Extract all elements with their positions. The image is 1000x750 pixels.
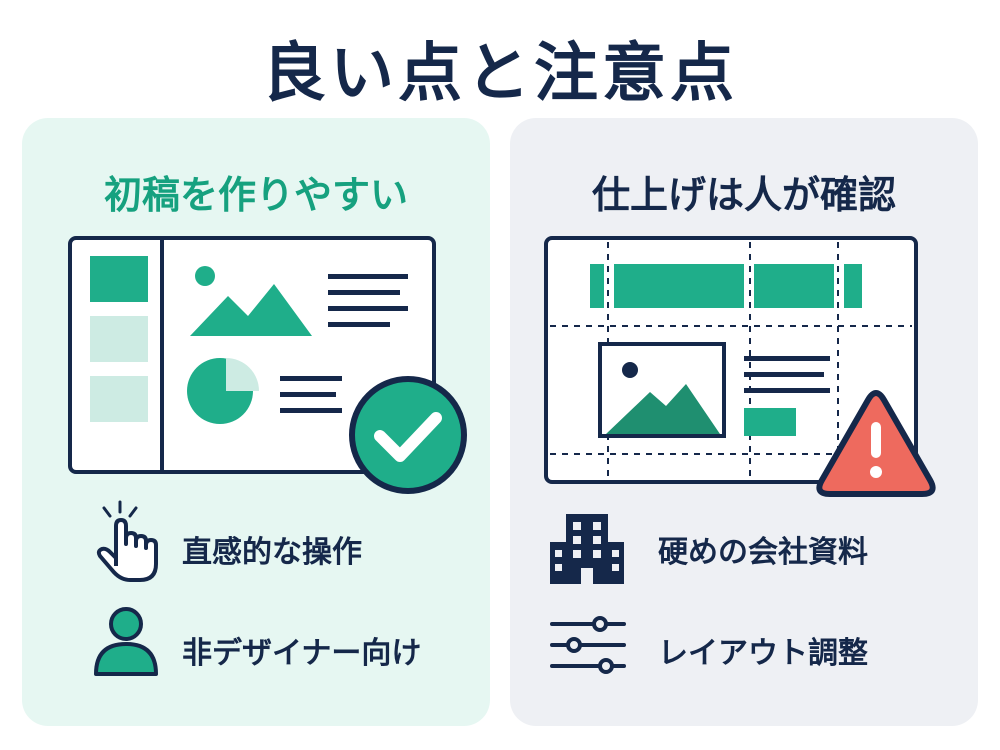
warning-icon — [816, 390, 936, 497]
text-lines — [328, 274, 408, 327]
feature-label: レイアウト調整 — [658, 636, 868, 671]
slide-thumbnail — [90, 316, 148, 362]
pros-panel: 初稿を作りやすい — [22, 118, 490, 726]
feature-label: 非デザイナー向け — [182, 636, 422, 671]
check-badge-icon — [349, 376, 467, 494]
feature-label: 直感的な操作 — [182, 535, 362, 570]
slide-thumbnail-active — [90, 256, 148, 302]
image-icon — [190, 266, 312, 336]
user-icon — [94, 607, 158, 676]
sliders-icon — [550, 616, 626, 674]
image-icon — [598, 342, 726, 438]
cautions-panel: 仕上げは人が確認 — [510, 118, 978, 726]
pointing-hand-icon — [96, 500, 158, 582]
content-block — [744, 408, 796, 436]
text-lines — [280, 376, 342, 413]
cautions-heading: 仕上げは人が確認 — [591, 173, 896, 217]
editor-illustration — [68, 236, 467, 494]
page-title: 良い点と注意点 — [262, 37, 738, 111]
layout-illustration — [544, 236, 936, 497]
text-lines — [744, 356, 830, 393]
pros-heading: 初稿を作りやすい — [103, 173, 408, 217]
pie-chart-icon — [187, 358, 259, 424]
slide-thumbnail — [90, 376, 148, 422]
office-building-icon — [550, 514, 624, 584]
feature-label: 硬めの会社資料 — [658, 535, 868, 570]
header-blocks — [590, 264, 862, 308]
